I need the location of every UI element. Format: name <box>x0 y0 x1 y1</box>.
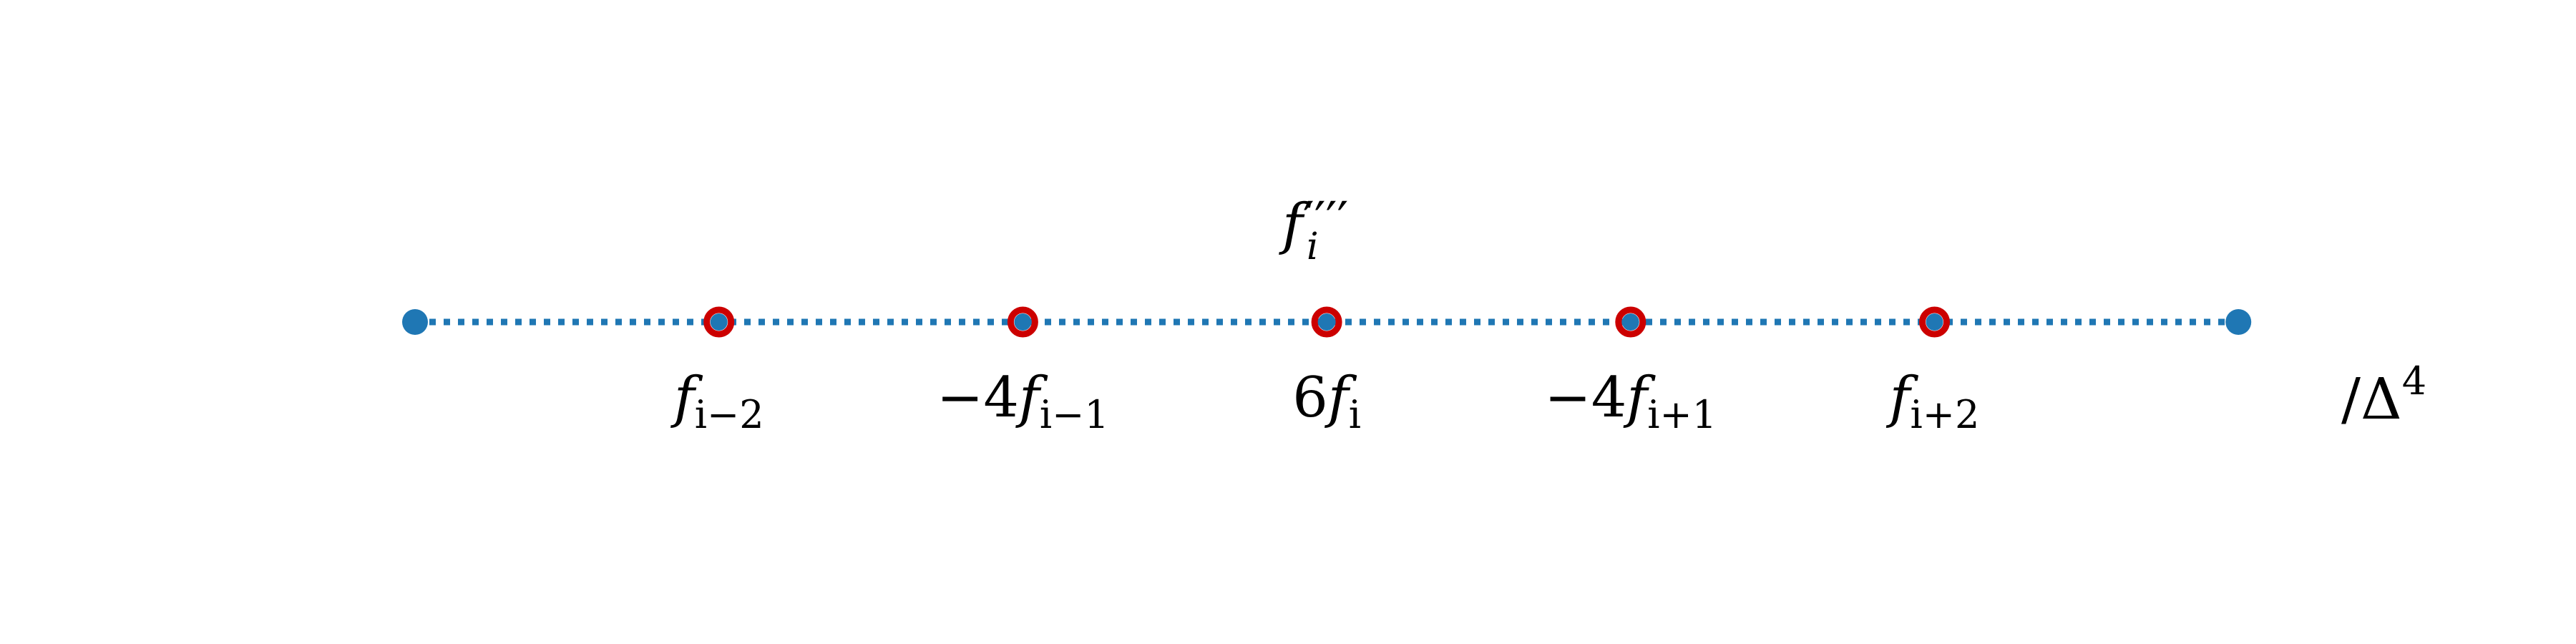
highlighted-grid-point <box>703 306 735 338</box>
index-subscript: i+1 <box>1647 392 1717 437</box>
highlight-ring <box>1919 306 1950 338</box>
coefficient-label: fi−2 <box>670 366 764 437</box>
highlight-ring <box>703 306 735 338</box>
coefficient-label: −4fi+1 <box>1544 366 1717 437</box>
grid-points <box>402 306 2252 338</box>
point-marker <box>1926 313 1943 331</box>
highlighted-grid-point <box>1615 306 1646 338</box>
point-marker <box>1318 313 1336 331</box>
point-marker <box>710 313 728 331</box>
coefficient-value: −4 <box>1544 366 1626 430</box>
highlighted-grid-point <box>1919 306 1950 338</box>
divisor-label: /Δ4 <box>2341 358 2426 432</box>
point-marker <box>402 309 428 335</box>
point-marker <box>1621 313 1639 331</box>
coefficient-value: 6 <box>1292 366 1328 430</box>
title-primes: ′′′′ <box>1303 191 1349 250</box>
divisor-slash: / <box>2341 366 2361 432</box>
index-subscript: i+2 <box>1911 392 1980 437</box>
coefficient-labels: fi−2 −4fi−1 6fi −4fi+1 fi+2 <box>670 366 1980 437</box>
point-marker <box>2225 309 2252 335</box>
highlight-ring <box>1007 306 1038 338</box>
coefficient-label: fi+2 <box>1886 366 1980 437</box>
divisor-symbol: Δ <box>2361 366 2402 432</box>
title-subscript: i <box>1307 225 1319 268</box>
point-marker <box>1014 313 1032 331</box>
index-subscript: i−1 <box>1040 392 1109 437</box>
divisor-power: 4 <box>2402 358 2426 404</box>
highlight-ring <box>1311 306 1342 338</box>
index-subscript: i <box>1349 392 1361 437</box>
grid-point <box>402 309 428 335</box>
grid-point <box>2225 309 2252 335</box>
coefficient-label: 6fi <box>1292 366 1361 437</box>
derivative-title: f′′′′ i <box>1279 187 1366 268</box>
coefficient-label: −4fi−1 <box>937 366 1109 437</box>
coefficient-value: −4 <box>937 366 1019 430</box>
index-subscript: i−2 <box>695 392 764 437</box>
highlighted-grid-point <box>1311 306 1342 338</box>
highlight-ring <box>1615 306 1646 338</box>
highlighted-grid-point <box>1007 306 1038 338</box>
